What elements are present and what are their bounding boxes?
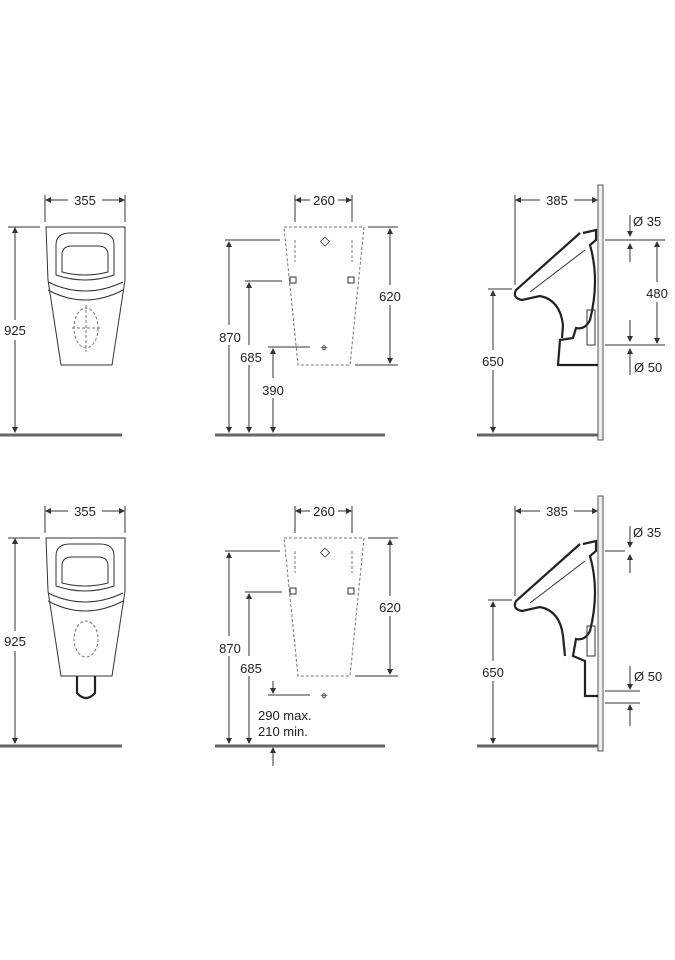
outlet-min-label: 210 min. (258, 724, 308, 739)
outlet-max-label: 290 max. (258, 708, 311, 723)
fixing-height-label: 685 (240, 350, 262, 365)
side-view-2: 385 Ø 35 Ø 50 650 (477, 495, 662, 752)
front-width-label: 355 (74, 504, 96, 519)
front-height-label: 925 (4, 323, 26, 338)
outlet-diameter-label: Ø 50 (634, 360, 662, 375)
inlet-height-label: 870 (219, 330, 241, 345)
rim-height-label: 650 (482, 354, 504, 369)
side-view-1: 385 Ø 35 480 Ø 50 650 (477, 184, 668, 441)
front-width-label: 355 (74, 193, 96, 208)
trap-icon (75, 676, 97, 700)
depth-label: 385 (546, 504, 568, 519)
outlet-mark-icon: ⌖ (320, 340, 328, 355)
plan-height-label: 620 (379, 600, 401, 615)
front-view-2: 355 925 (0, 504, 126, 748)
spacing-label: 480 (646, 286, 668, 301)
inlet-diameter-label: Ø 35 (633, 214, 661, 229)
front-view-1: 355 925 (0, 193, 126, 437)
wall-plan-2: 260 ◇ ⌖ 870 685 290 max. 210 min. 620 (215, 504, 401, 766)
plan-width-label: 260 (313, 504, 335, 519)
outlet-height-label: 390 (262, 383, 284, 398)
inlet-diameter-label: Ø 35 (633, 525, 661, 540)
urinal-front-outline (45, 226, 126, 366)
front-height-label: 925 (4, 634, 26, 649)
outlet-diameter-label: Ø 50 (634, 669, 662, 684)
fixing-height-label: 685 (240, 661, 262, 676)
inlet-mark-icon: ◇ (320, 233, 330, 248)
inlet-mark-icon: ◇ (320, 544, 330, 559)
outlet-mark-icon: ⌖ (320, 688, 328, 703)
row-1: 355 925 260 ◇ ⌖ 870 685 (0, 184, 668, 441)
wall (597, 184, 604, 441)
plan-width-label: 260 (313, 193, 335, 208)
depth-label: 385 (546, 193, 568, 208)
plan-height-label: 620 (379, 289, 401, 304)
row-2: 355 925 260 ◇ ⌖ 870 685 (0, 495, 662, 766)
rim-height-label: 650 (482, 665, 504, 680)
urinal-footprint (283, 226, 365, 366)
wall-plan-1: 260 ◇ ⌖ 870 685 390 620 (215, 193, 401, 437)
urinal-side-profile (556, 228, 598, 367)
inlet-height-label: 870 (219, 641, 241, 656)
